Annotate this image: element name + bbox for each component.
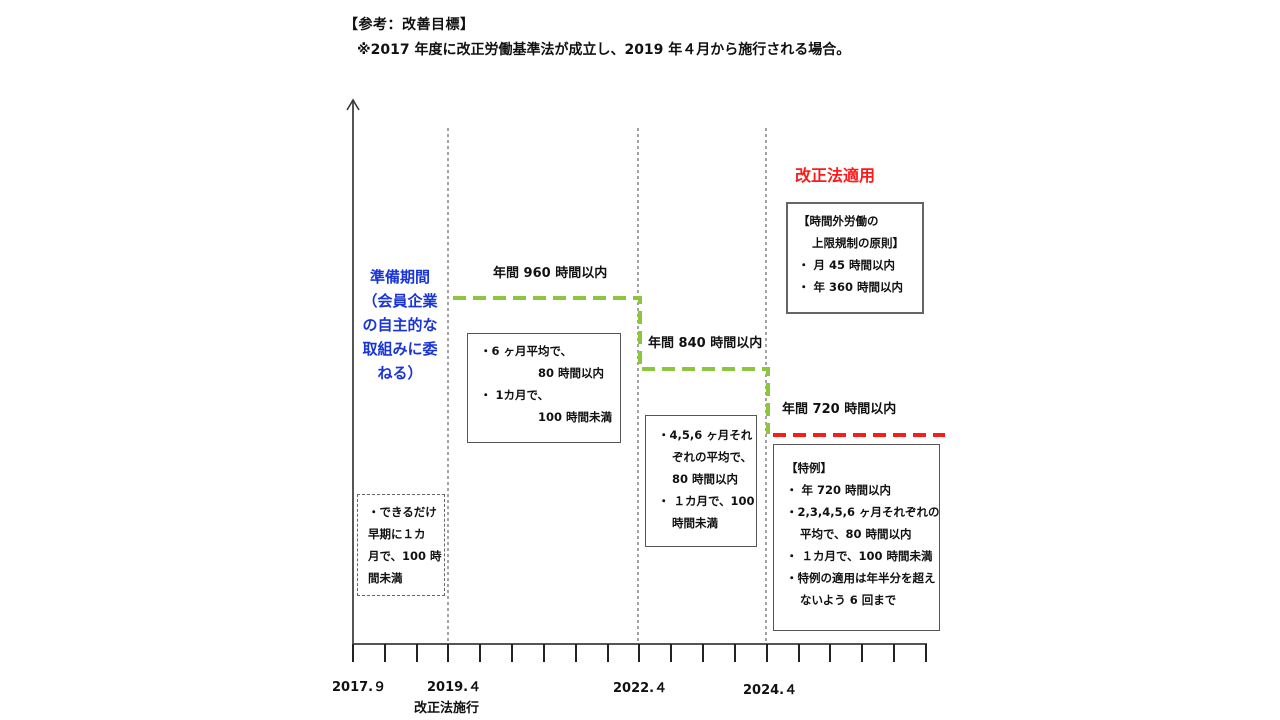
prep-period-label: 準備期間 （会員企業 の自主的な 取組みに委 ねる） <box>362 268 438 382</box>
tick-label-2024-4: 2024.４ <box>743 683 798 698</box>
limit-label-720: 年間 720 時間以内 <box>782 402 897 417</box>
limit-label-840: 年間 840 時間以内 <box>648 336 763 351</box>
reference-note: ※2017 年度に改正労働基準法が成立し、2019 年４月から施行される場合。 <box>357 42 851 58</box>
tick-label-2017-9: 2017.９ <box>332 680 387 695</box>
limit-step-line <box>453 296 770 434</box>
phase2-box: ・4,5,6 ヶ月それ ぞれの平均で、 80 時間以内 ・ １カ月で、100 時… <box>645 415 757 547</box>
limit-label-960: 年間 960 時間以内 <box>493 266 608 281</box>
reference-title: 【参考：改善目標】 <box>344 17 475 33</box>
tick-label-2022-4: 2022.４ <box>613 681 668 696</box>
axis-ticks <box>352 644 927 662</box>
tick-sublabel-enforcement: 改正法施行 <box>414 701 480 716</box>
arrow-up-icon <box>346 98 360 111</box>
principle-box: 【時間外労働の 上限規制の原則】 ・ 月 45 時間以内 ・ 年 360 時間以… <box>786 202 924 314</box>
applied-label: 改正法適用 <box>795 166 876 185</box>
phase1-box: ・6 ヶ月平均で、 80 時間以内 ・ 1カ月で、 100 時間未満 <box>467 333 621 443</box>
early-effort-box: ・できるだけ 早期に１カ 月で、100 時 間未満 <box>357 494 445 596</box>
exception-box: 【特例】 ・ 年 720 時間以内 ・2,3,4,5,6 ヶ月それぞれの 平均で… <box>773 444 940 631</box>
tick-label-2019-4: 2019.４ <box>427 680 482 695</box>
